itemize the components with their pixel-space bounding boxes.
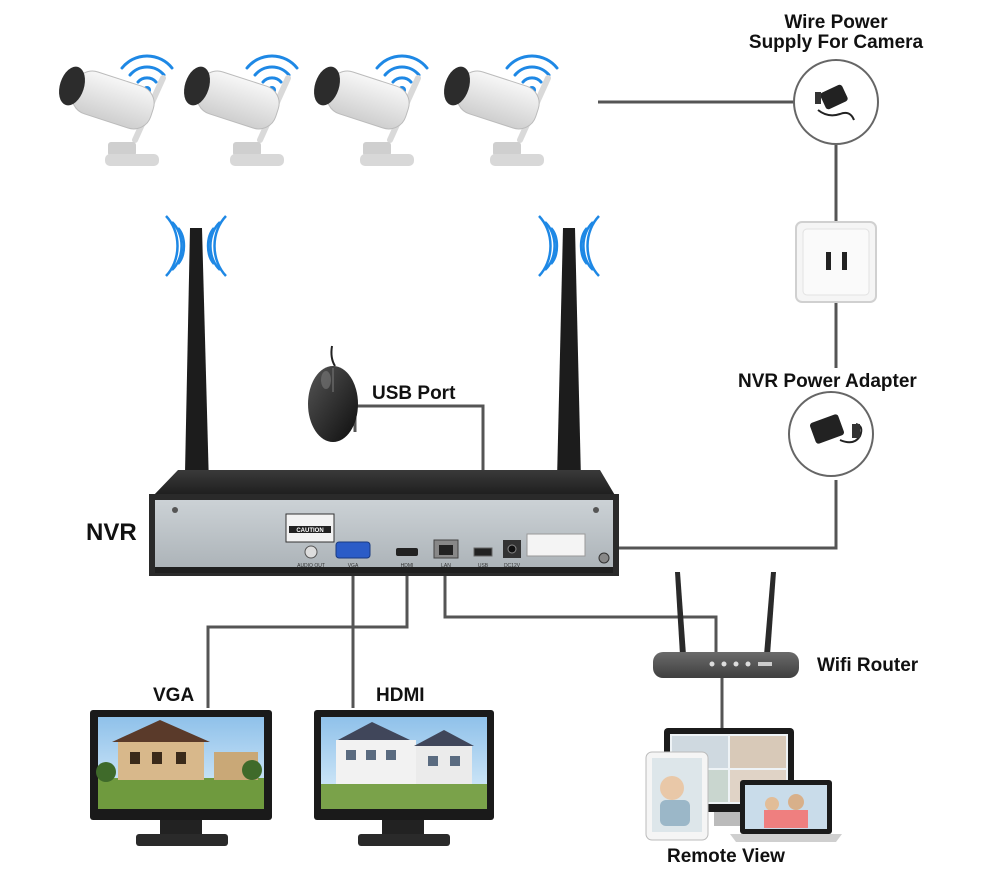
- usb-mouse: [308, 345, 358, 442]
- camera-power-adapter: [793, 59, 879, 145]
- nvr-power-adapter-label: NVR Power Adapter: [738, 371, 917, 392]
- nvr-device: CAUTION AUDIO OUT VGA HDMI LAN USB DC12V: [149, 470, 619, 576]
- vga-port: [335, 541, 371, 559]
- usb-port-label: USB Port: [372, 383, 456, 404]
- wifi-router: [653, 572, 799, 678]
- wires: [206, 100, 838, 730]
- wire-power-label-line2: Supply For Camera: [748, 32, 924, 53]
- hdmi-port-label: HDMI: [401, 563, 414, 569]
- wire-power-label: Wire Power Supply For Camera: [736, 12, 936, 54]
- dc-port-label: DC12V: [504, 563, 521, 569]
- vga-monitor: [90, 710, 272, 846]
- wifi-wave-icon: [538, 215, 600, 277]
- nvr-power-wire: [512, 480, 838, 550]
- vga-label: VGA: [153, 685, 195, 706]
- remote-view-label: Remote View: [667, 846, 785, 867]
- hdmi-monitor: [314, 710, 494, 846]
- wire-power-label-line1: Wire Power: [784, 12, 888, 33]
- usb-port-label: USB: [478, 563, 489, 569]
- ground-screw: [598, 552, 610, 564]
- remote-view-devices: [645, 728, 842, 842]
- lan-port-label: LAN: [441, 563, 451, 569]
- caution-label: CAUTION: [296, 528, 323, 534]
- usb-port: [473, 547, 493, 557]
- camera-1: [59, 54, 174, 166]
- hdmi-wire: [206, 562, 409, 708]
- camera-2: [184, 54, 299, 166]
- wall-outlet: [795, 221, 877, 303]
- wifi-wave-icon: [165, 215, 227, 277]
- lan-wire: [443, 553, 718, 655]
- hdmi-label: HDMI: [376, 685, 425, 706]
- camera-4: [444, 54, 559, 166]
- audio-out-port: [304, 545, 318, 559]
- hdmi-port: [396, 548, 418, 556]
- wifi-router-label: Wifi Router: [817, 655, 919, 676]
- nvr-label: NVR: [86, 519, 137, 546]
- nvr-power-adapter: [788, 391, 874, 477]
- wifi-signal-icon: [375, 54, 429, 94]
- camera-3: [314, 54, 429, 166]
- vga-port-label: VGA: [348, 563, 359, 569]
- audio-out-label: AUDIO OUT: [297, 563, 325, 569]
